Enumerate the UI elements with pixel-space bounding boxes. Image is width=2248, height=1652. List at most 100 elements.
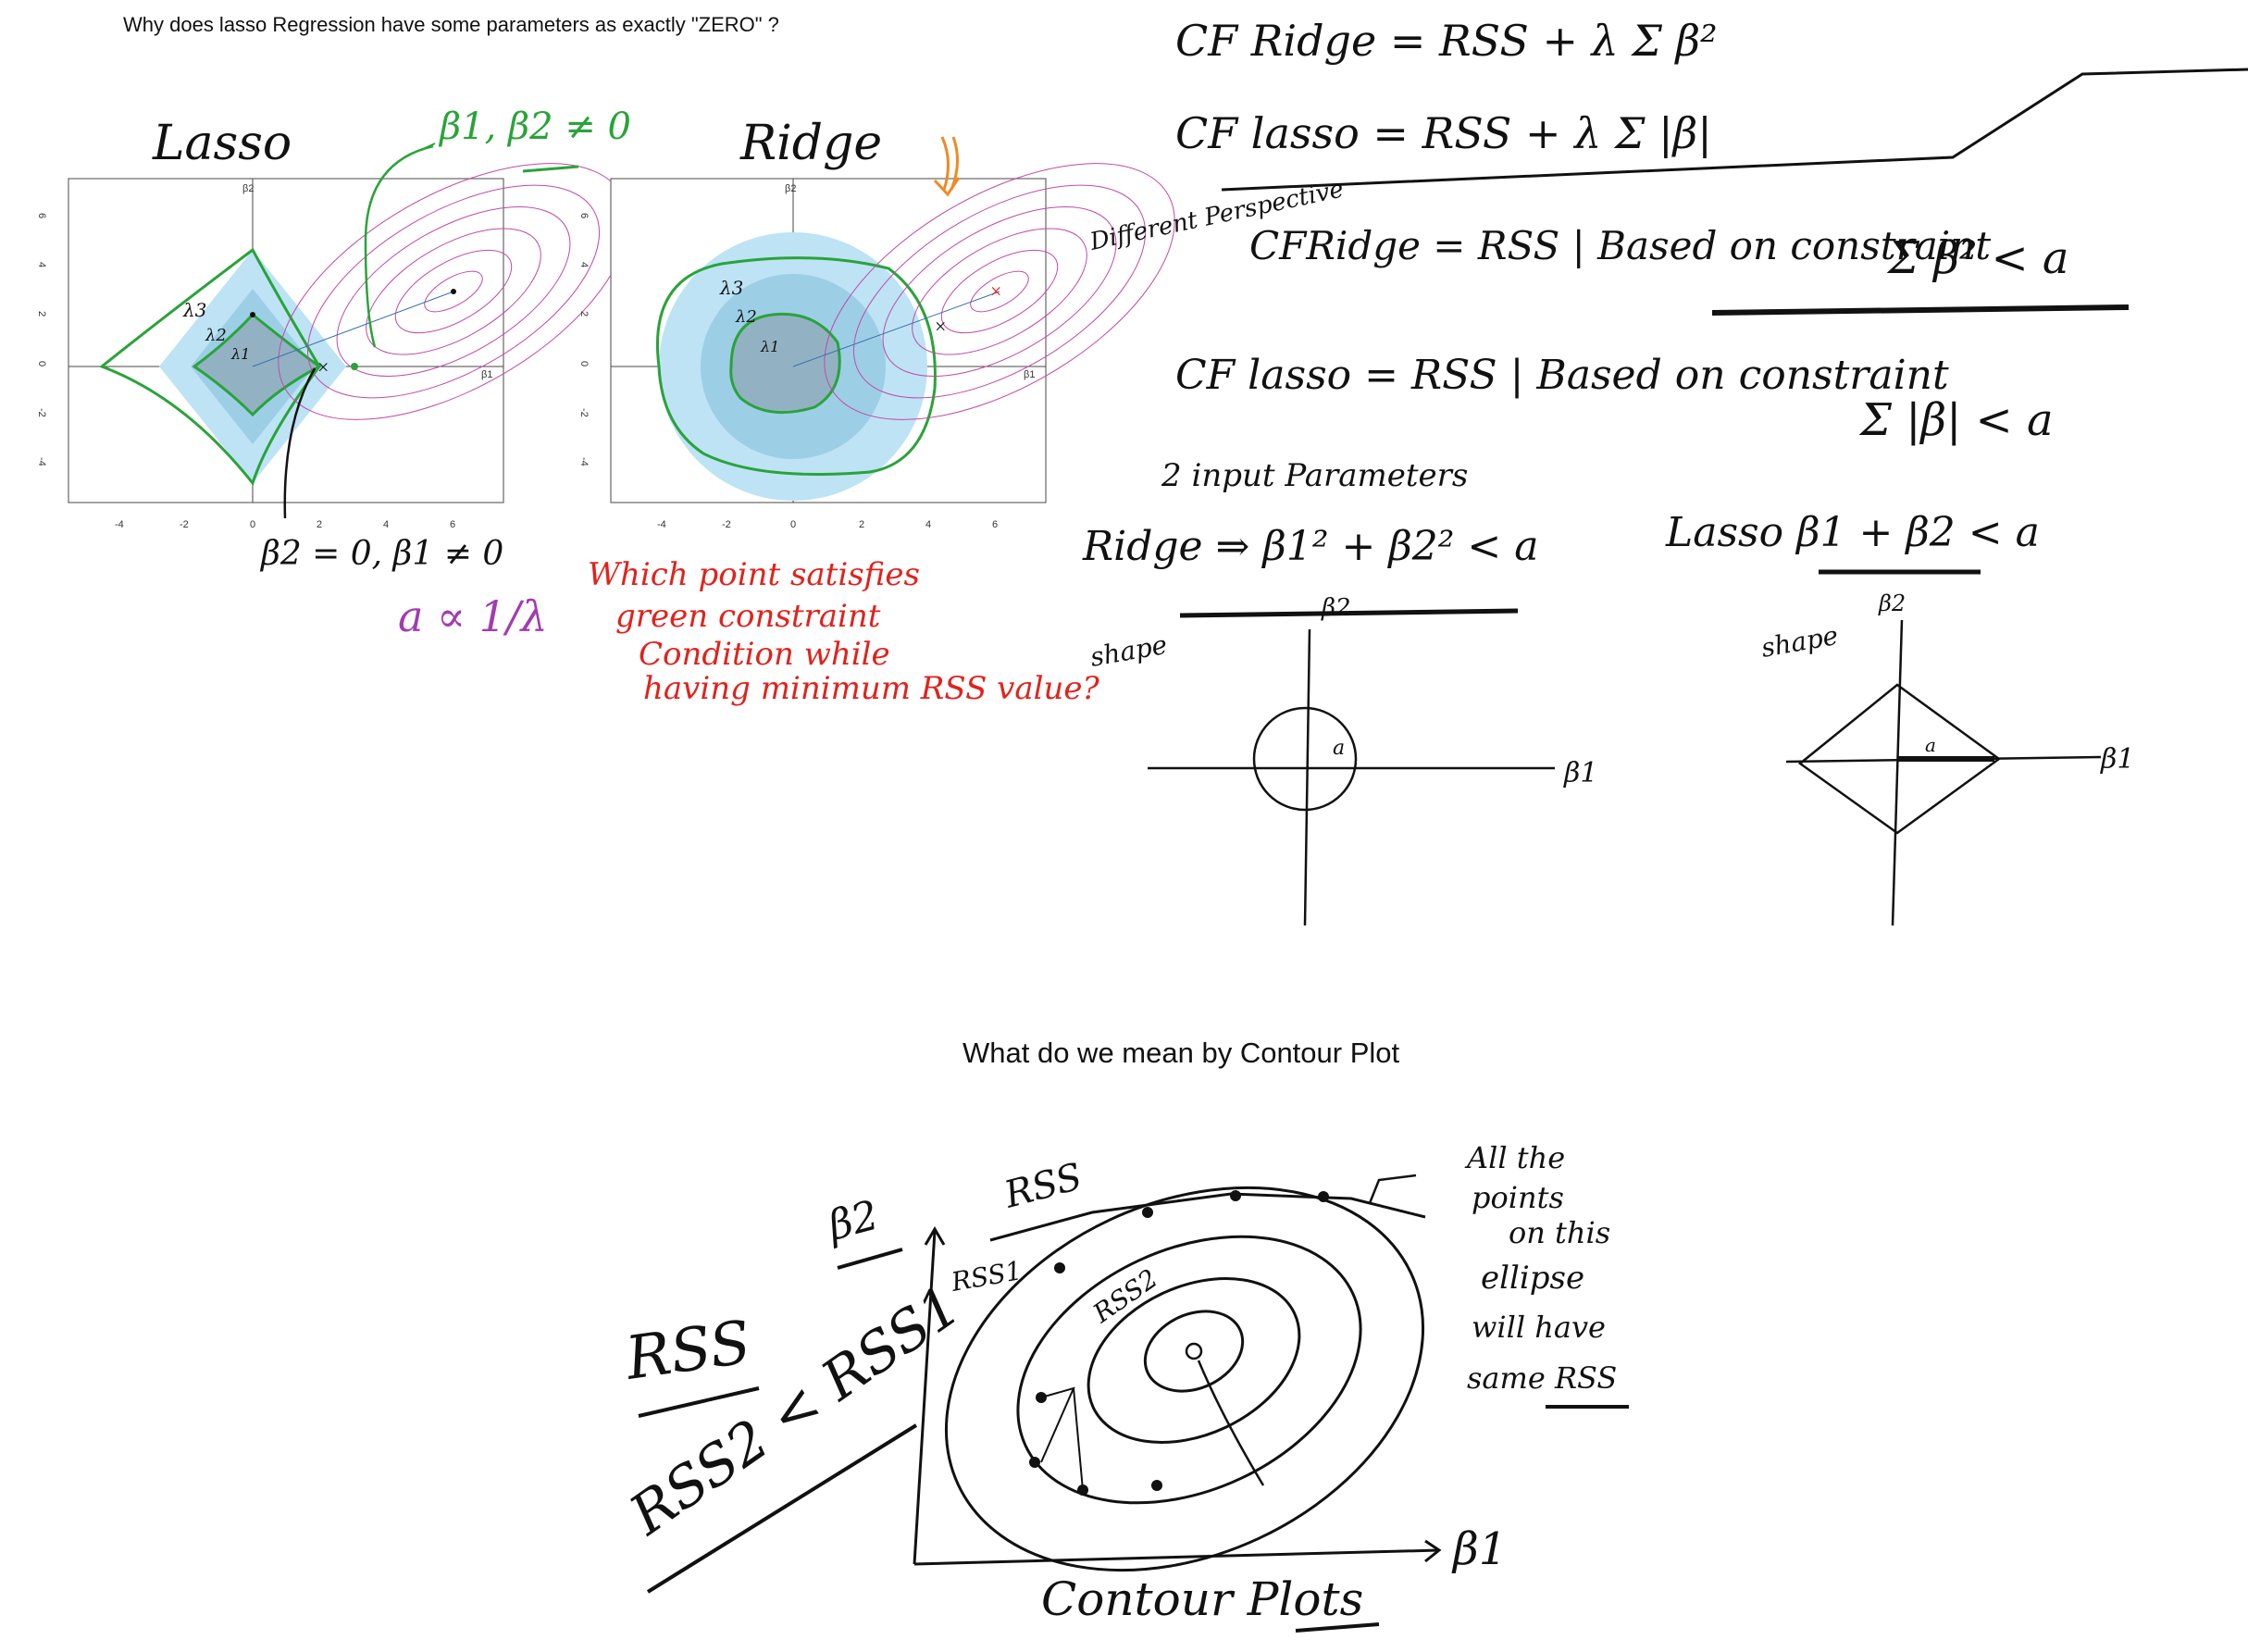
nonzero-annotation: β1, β2 ≠ 0 bbox=[438, 106, 631, 148]
eq-cf-ridge: CF Ridge = RSS + λ Σ β² bbox=[1175, 16, 1718, 66]
svg-text:2: 2 bbox=[578, 311, 590, 317]
lasso-axis-label-x: β1 bbox=[481, 369, 492, 380]
ridge-lambda-3: λ3 bbox=[719, 277, 743, 299]
lasso-shape-label: shape bbox=[1758, 620, 1840, 664]
lasso-heading: Lasso bbox=[152, 116, 292, 171]
svg-text:0: 0 bbox=[578, 361, 590, 366]
svg-text:6: 6 bbox=[450, 519, 455, 530]
lasso-axis-label-y: β2 bbox=[242, 183, 254, 194]
ridge-y-ticks: 6 4 2 0 -2 -4 bbox=[578, 213, 590, 466]
lasso-path-line bbox=[252, 291, 454, 367]
lasso-two-param: Lasso β1 + β2 < a bbox=[1665, 509, 2040, 556]
ridge-red-x-mark: × bbox=[990, 279, 1001, 303]
svg-text:6: 6 bbox=[36, 213, 47, 218]
note-line-3: on this bbox=[1509, 1215, 1610, 1250]
proportional-annotation: a ∝ 1/λ bbox=[398, 591, 548, 641]
svg-text:2: 2 bbox=[859, 519, 864, 530]
lasso-lambda-3: λ3 bbox=[182, 299, 206, 321]
eq-cf-ridge-alt: CFRidge = RSS | Based on constraint bbox=[1249, 223, 1991, 268]
question-annotation: Which point satisfies green constraint C… bbox=[588, 556, 1100, 707]
svg-text:-2: -2 bbox=[722, 519, 731, 530]
two-inputs: 2 input Parameters bbox=[1161, 457, 1468, 494]
ridge-two-param: Ridge ⇒ β1² + β2² < a bbox=[1082, 523, 1538, 570]
ridge-constraint-underline bbox=[1711, 304, 2130, 316]
contour-center-pointer bbox=[1197, 1360, 1265, 1486]
lasso-solution-point bbox=[351, 363, 358, 370]
lasso-x-mark: × bbox=[317, 355, 329, 379]
svg-text:green constraint: green constraint bbox=[615, 598, 881, 635]
contour-rss1: RSS1 bbox=[949, 1255, 1025, 1298]
ridge-rss-contours bbox=[824, 163, 1175, 420]
lasso-x-ticks: -4 -2 0 2 4 6 bbox=[115, 519, 455, 530]
green-pointer-arrow bbox=[364, 144, 434, 348]
svg-text:6: 6 bbox=[992, 519, 998, 530]
contour-center-point bbox=[1185, 1342, 1203, 1360]
contour-b1-label: β1 bbox=[1451, 1523, 1507, 1575]
ridge-sketch-b2: β2 bbox=[1321, 594, 1351, 622]
svg-text:4: 4 bbox=[578, 262, 590, 267]
svg-text:4: 4 bbox=[925, 519, 931, 530]
divider-line bbox=[1221, 68, 2248, 192]
svg-text:0: 0 bbox=[36, 361, 47, 366]
svg-text:-4: -4 bbox=[115, 519, 124, 530]
lasso-shape-sketch: shape β2 β1 a bbox=[1758, 590, 2134, 926]
ridge-lambda-1: λ1 bbox=[760, 338, 779, 355]
lasso-lambda-1: λ1 bbox=[230, 345, 250, 363]
contour-y-axis bbox=[913, 1230, 937, 1565]
ridge-axis-label-y: β2 bbox=[785, 183, 796, 194]
ridge-lambda-2: λ2 bbox=[735, 307, 757, 327]
ridge-sketch-a: a bbox=[1333, 737, 1345, 760]
contour-x-axis bbox=[913, 1548, 1440, 1566]
ridge-shape-label: shape bbox=[1087, 629, 1169, 673]
ridge-heading: Ridge bbox=[739, 116, 882, 171]
contour-sketch bbox=[913, 1174, 1442, 1572]
ridge-x-ticks: -4 -2 0 2 4 6 bbox=[657, 519, 998, 530]
contour-ellipses bbox=[944, 1186, 1425, 1572]
eq-ridge-constraint: Σ β² < a bbox=[1886, 232, 2069, 284]
eq-lasso-constraint: Σ |β| < a bbox=[1858, 394, 2054, 446]
contour-rss-top: RSS bbox=[1000, 1155, 1087, 1216]
lasso-sketch-a: a bbox=[1925, 734, 1936, 756]
ridge-outer-boundary bbox=[655, 256, 937, 476]
green-underline bbox=[522, 165, 579, 173]
lasso-sketch-b2: β2 bbox=[1878, 590, 1906, 616]
ridge-path-line bbox=[792, 291, 1000, 367]
eq-cf-lasso: CF lasso = RSS + λ Σ |β| bbox=[1175, 108, 1712, 158]
contour-rss-left: RSS bbox=[621, 1309, 755, 1394]
svg-text:2: 2 bbox=[36, 311, 47, 317]
note-line-4: ellipse bbox=[1481, 1260, 1584, 1297]
svg-text:having minimum RSS value?: having minimum RSS value? bbox=[643, 670, 1100, 707]
ridge-two-underline bbox=[1179, 608, 1519, 618]
svg-text:-4: -4 bbox=[578, 457, 590, 466]
svg-text:-4: -4 bbox=[657, 519, 666, 530]
note-pointer bbox=[1368, 1174, 1417, 1204]
ridge-sketch-circle bbox=[1252, 706, 1358, 812]
note-line-2: points bbox=[1472, 1180, 1564, 1215]
svg-text:-2: -2 bbox=[36, 408, 47, 417]
lasso-sketch-y-axis bbox=[1891, 619, 1904, 926]
svg-text:4: 4 bbox=[383, 519, 389, 530]
ridge-plot: × × β2 β1 -4 -2 0 2 4 6 6 4 2 0 -2 -4 λ3… bbox=[578, 163, 1175, 530]
lasso-plot: × β2 β1 -4 -2 0 2 4 6 6 4 2 0 -2 -4 λ3 λ… bbox=[36, 163, 629, 530]
contour-caption: Contour Plots bbox=[1041, 1572, 1363, 1626]
svg-text:6: 6 bbox=[578, 213, 590, 218]
lasso-sketch-b1: β1 bbox=[2100, 743, 2134, 776]
svg-text:Condition while: Condition while bbox=[639, 636, 890, 673]
contour-connect-lines bbox=[1040, 1386, 1084, 1491]
svg-text:-2: -2 bbox=[180, 519, 189, 530]
ridge-x-mark: × bbox=[935, 315, 946, 338]
svg-text:0: 0 bbox=[250, 519, 255, 530]
note-line-6: same RSS bbox=[1467, 1360, 1617, 1396]
note-line-5: will have bbox=[1472, 1310, 1606, 1345]
page-title: Why does lasso Regression have some para… bbox=[123, 13, 779, 36]
svg-text:0: 0 bbox=[790, 519, 796, 530]
ridge-sketch-y-axis bbox=[1303, 628, 1311, 926]
equations-block: CF Ridge = RSS + λ Σ β² CF lasso = RSS +… bbox=[1082, 16, 2248, 618]
contour-points bbox=[1029, 1190, 1329, 1496]
svg-text:Which point satisfies: Which point satisfies bbox=[588, 556, 920, 593]
svg-text:2: 2 bbox=[317, 519, 322, 530]
contour-b2-label: β2 bbox=[822, 1192, 884, 1251]
orange-arrow-icon bbox=[933, 136, 961, 197]
svg-text:4: 4 bbox=[36, 262, 47, 267]
ridge-shape-sketch: shape β2 β1 a bbox=[1087, 594, 1597, 926]
